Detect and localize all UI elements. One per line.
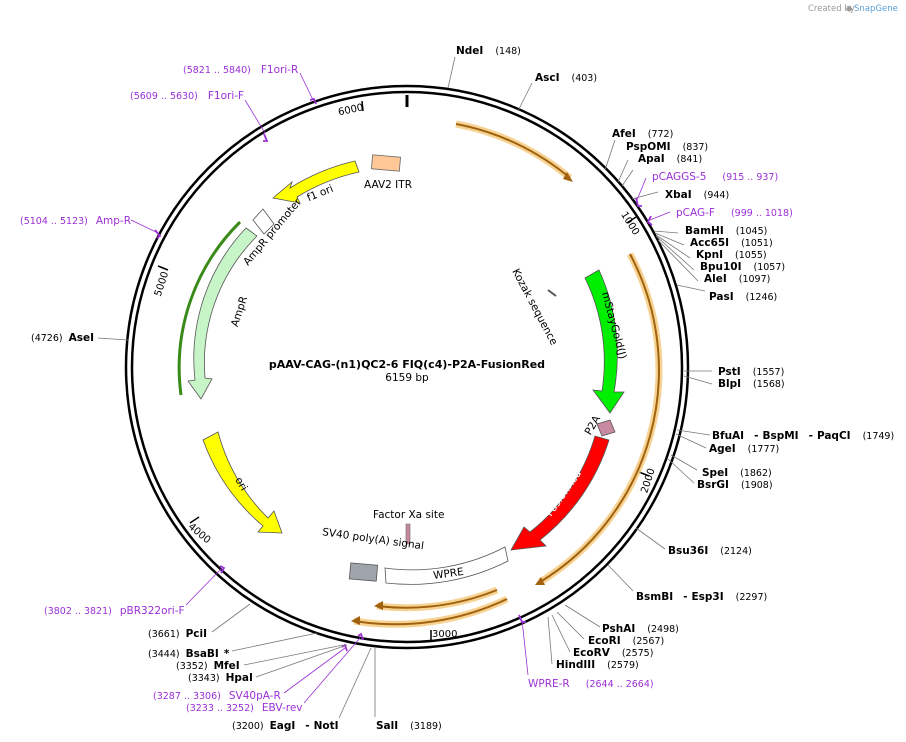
factor-xa-label: Factor Xa site: [373, 509, 444, 521]
primer-pbr322ori-f[interactable]: (3802 .. 3821)pBR322ori-F: [44, 605, 185, 617]
orf-arcs: [351, 120, 663, 628]
enzyme-ndei[interactable]: NdeI(148): [456, 45, 521, 57]
enzyme-blpi[interactable]: BlpI(1568): [718, 378, 785, 390]
enzyme-hindiii[interactable]: HindIII(2579): [556, 659, 639, 671]
kozak-marker: [547, 289, 557, 297]
mstaygold-feature[interactable]: [584, 269, 625, 414]
scale-ticks: [157, 100, 650, 640]
primer-pcaggs-5[interactable]: pCAGGS-5(915 .. 937): [652, 171, 778, 183]
enzyme-agei[interactable]: AgeI(1777): [709, 443, 779, 455]
primer-amp-r[interactable]: (5104 .. 5123)Amp-R: [20, 215, 131, 227]
primer-f1ori-r[interactable]: (5821 .. 5840)F1ori-R: [183, 64, 298, 76]
enzyme-bfuai-group[interactable]: BfuAI-BspMI-PaqCI(1749): [712, 430, 894, 442]
enzyme-acc65i[interactable]: Acc65I(1051): [690, 237, 773, 249]
enzyme-bsu36i[interactable]: Bsu36I(2124): [668, 545, 752, 557]
p2a-feature[interactable]: [596, 419, 616, 437]
aav2-itr-label: AAV2 ITR: [364, 179, 412, 191]
enzyme-asci[interactable]: AscI(403): [535, 72, 597, 84]
enzyme-bsabi[interactable]: (3444)BsaBI*: [148, 648, 230, 660]
enzyme-apai[interactable]: ApaI(841): [638, 153, 702, 165]
watermark-brand: SnapGene: [854, 4, 898, 14]
enzyme-pshai[interactable]: PshAI(2498): [602, 623, 679, 635]
wpre-feature[interactable]: [384, 546, 509, 585]
enzyme-bsmbi-group[interactable]: BsmBI-Esp3I(2297): [636, 591, 767, 603]
enzyme-eagi-group[interactable]: (3200)EagI-NotI: [232, 720, 339, 732]
ampr-promoter-feature[interactable]: [252, 208, 275, 235]
tick-label-5000: 5000: [153, 270, 171, 298]
enzyme-xbai[interactable]: XbaI(944): [665, 189, 729, 201]
enzyme-bamhi[interactable]: BamHI(1045): [685, 225, 767, 237]
plasmid-name: pAAV-CAG-(n1)QC2-6 FIQ(c4)-P2A-FusionRed: [269, 358, 545, 371]
primer-wpre-r[interactable]: WPRE-R(2644 .. 2664): [528, 678, 654, 690]
enzyme-psti[interactable]: PstI(1557): [718, 366, 784, 378]
ori-label: ori: [232, 475, 249, 493]
tick-label-2000: 2000: [639, 467, 657, 495]
sv40-polya-feature[interactable]: [348, 562, 379, 582]
aav2-itr-feature[interactable]: [371, 154, 401, 172]
enzyme-sali[interactable]: SalI(3189): [376, 720, 442, 732]
fusionred-feature[interactable]: [510, 435, 610, 551]
tick-label-1000: 1000: [618, 210, 641, 237]
backbone-outer-strand: [124, 84, 690, 650]
enzyme-pspomi[interactable]: PspOMI(837): [626, 141, 708, 153]
plasmid-size: 6159 bp: [385, 372, 429, 384]
primer-sv40pa-r[interactable]: (3287 .. 3306)SV40pA-R: [153, 690, 281, 702]
ampr-feature[interactable]: [187, 227, 258, 400]
enzyme-ecori[interactable]: EcoRI(2567): [588, 635, 664, 647]
primer-leader-lines: [130, 72, 671, 704]
enzyme-pasi[interactable]: PasI(1246): [709, 291, 777, 303]
factor-xa-feature[interactable]: [405, 523, 411, 545]
snapgene-logo-icon: ◆: [846, 4, 853, 14]
enzyme-asei[interactable]: (4726)AseI: [31, 332, 94, 344]
primer-markers: [154, 97, 653, 652]
backbone-inner-strand: [130, 90, 684, 644]
enzyme-ecorv[interactable]: EcoRV(2575): [573, 647, 653, 659]
enzyme-bpu10i[interactable]: Bpu10I(1057): [700, 261, 785, 273]
ori-feature[interactable]: [202, 431, 283, 534]
watermark-created-by: Created by: [808, 4, 855, 14]
enzyme-hpai[interactable]: (3343)HpaI: [188, 672, 253, 684]
enzyme-pcii[interactable]: (3661)PciI: [148, 628, 207, 640]
ampr-label: AmpR: [229, 295, 250, 329]
tick-label-3000: 3000: [432, 629, 457, 640]
tick-label-6000: 6000: [337, 102, 364, 118]
enzyme-spei[interactable]: SpeI(1862): [702, 467, 772, 479]
wpre-label: WPRE: [432, 566, 464, 582]
enzyme-bsrgi[interactable]: BsrGI(1908): [697, 479, 773, 491]
enzyme-alei[interactable]: AleI(1097): [704, 273, 770, 285]
enzyme-afei[interactable]: AfeI(772): [612, 128, 673, 140]
primer-pcag-f[interactable]: pCAG-F(999 .. 1018): [676, 207, 793, 219]
enzyme-mfei[interactable]: (3352)MfeI: [176, 660, 240, 672]
enzyme-kpni[interactable]: KpnI(1055): [696, 249, 767, 261]
enzyme-leader-lines: [97, 56, 713, 719]
primer-ebv-rev[interactable]: (3233 .. 3252)EBV-rev: [186, 702, 303, 714]
primer-f1ori-f[interactable]: (5609 .. 5630)F1ori-F: [130, 90, 244, 102]
f1-ori-feature[interactable]: [272, 160, 360, 204]
kozak-label: Kozak sequence: [509, 267, 559, 347]
